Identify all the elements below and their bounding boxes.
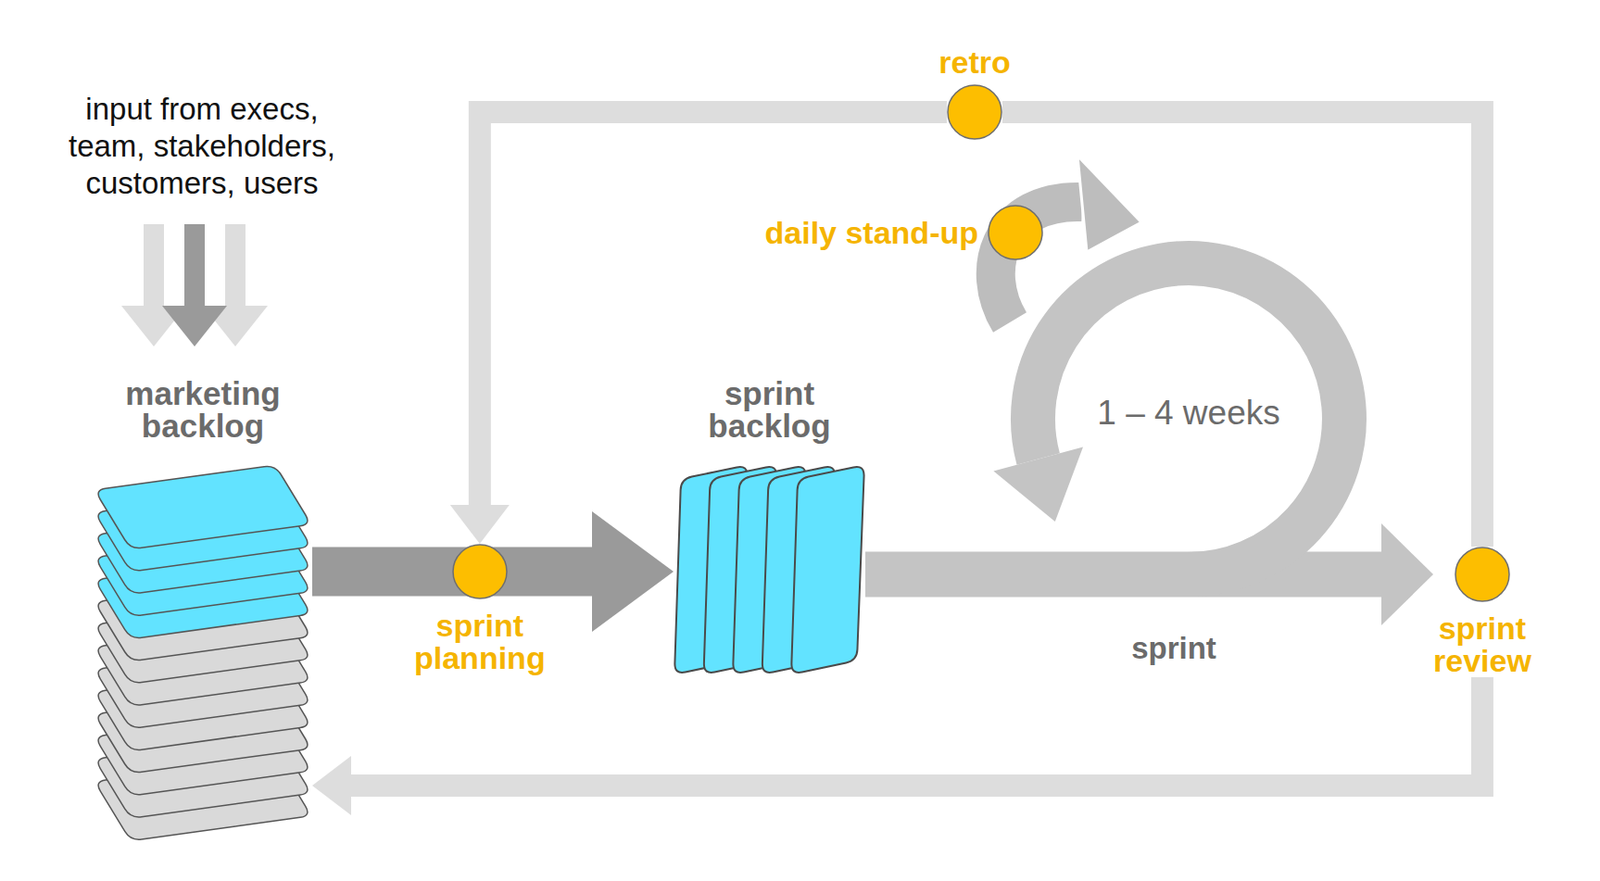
ceremony-label: retro (938, 46, 1010, 79)
input-arrow-head (162, 305, 227, 347)
ceremony-dot: sprint planning (414, 543, 546, 675)
backlog-card (98, 466, 308, 548)
ceremony-circle (988, 205, 1043, 260)
connector-layer (312, 112, 1483, 816)
sprint-loop-band (1033, 263, 1345, 575)
ceremony-dot: sprint review (1433, 546, 1532, 678)
backlog-stack: marketing backlog (93, 464, 313, 844)
backlog-heading: sprint backlog (673, 377, 866, 442)
arrow-head (312, 755, 352, 816)
arrow-head (1381, 523, 1434, 626)
connector-shaft (479, 112, 947, 507)
sprint-card (791, 466, 864, 673)
ceremony-label: sprint planning (414, 609, 546, 675)
edge-label: sprint (1131, 631, 1217, 666)
input-arrow-shaft (184, 224, 205, 308)
ceremony-circle (453, 544, 507, 599)
sprint-loop-head (993, 447, 1084, 522)
card-stack-shape (673, 464, 866, 676)
flow-arrow (865, 523, 1434, 626)
dot-shape (452, 543, 508, 600)
dot-shape (1454, 546, 1511, 603)
input-note: input from execs, team, stakeholders, cu… (53, 90, 351, 202)
sprint-backlog-cards: sprint backlog (673, 464, 866, 676)
card-stack-shape (93, 464, 313, 844)
backlog-heading: marketing backlog (93, 377, 313, 442)
ceremony-dot: retro (946, 84, 1003, 140)
input-arrow-shaft (225, 224, 246, 308)
standup-arrow-head (1077, 155, 1142, 252)
arrow-head (592, 511, 674, 632)
dot-shape (946, 84, 1003, 140)
input-arrows (121, 224, 268, 347)
ceremony-circle (1455, 547, 1510, 602)
connector-shaft (349, 677, 1483, 786)
ceremony-circle (947, 85, 1002, 139)
ceremony-label: sprint review (1433, 612, 1532, 678)
dot-shape (987, 204, 1044, 261)
connector-shaft (865, 552, 1384, 598)
flow-arrow (312, 677, 1483, 816)
ceremony-dot: daily stand-up (987, 204, 1044, 261)
arrow-head (450, 504, 510, 544)
input-arrow-shaft (143, 224, 164, 308)
duration-label: 1 – 4 weeks (1096, 394, 1280, 432)
sprint-loop (993, 263, 1345, 575)
ceremony-label: daily stand-up (765, 216, 979, 250)
